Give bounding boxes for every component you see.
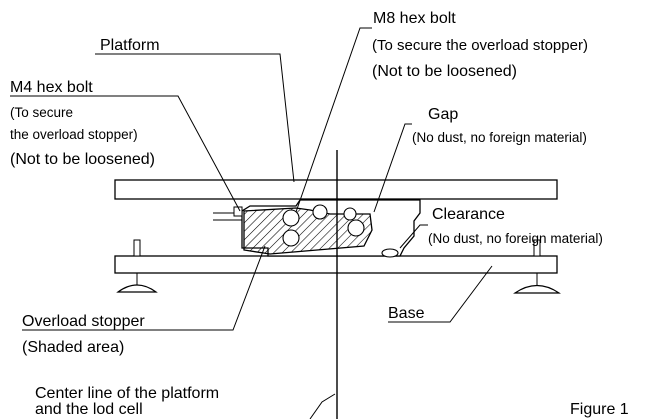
bolt-heads xyxy=(282,204,365,247)
gap-title: Gap xyxy=(428,106,458,123)
m4-bolt-note-1: (To secure xyxy=(10,105,73,120)
m8-bolt-title: M8 hex bolt xyxy=(373,10,456,27)
platform-label: Platform xyxy=(100,37,160,54)
platform-plate xyxy=(114,179,558,200)
clearance-title: Clearance xyxy=(432,206,505,223)
base-plate xyxy=(114,255,558,274)
overload-stopper-shaded xyxy=(243,207,373,255)
right-leveling-foot xyxy=(513,239,561,294)
center-line-label-2: and the lod cell xyxy=(35,401,143,418)
clearance-marker xyxy=(381,248,399,258)
overload-stopper-title: Overload stopper xyxy=(22,313,145,330)
m4-bolt-title: M4 hex bolt xyxy=(10,79,93,96)
m8-bolt-note-2: (Not to be loosened) xyxy=(372,63,517,80)
gap-note: (No dust, no foreign material) xyxy=(412,130,587,145)
clearance-note: (No dust, no foreign material) xyxy=(428,231,603,246)
overload-stopper-note: (Shaded area) xyxy=(22,339,124,356)
m8-bolt-note-1: (To secure the overload stopper) xyxy=(372,37,588,54)
left-leveling-foot xyxy=(116,239,158,293)
base-label: Base xyxy=(388,305,425,322)
m4-bolt-note-3: (Not to be loosened) xyxy=(10,151,155,168)
leader-lines xyxy=(10,27,493,419)
center-line-label-1: Center line of the platform xyxy=(35,385,219,402)
figure-caption: Figure 1 xyxy=(570,401,629,418)
m4-bolt-note-2: the overload stopper) xyxy=(10,127,138,142)
